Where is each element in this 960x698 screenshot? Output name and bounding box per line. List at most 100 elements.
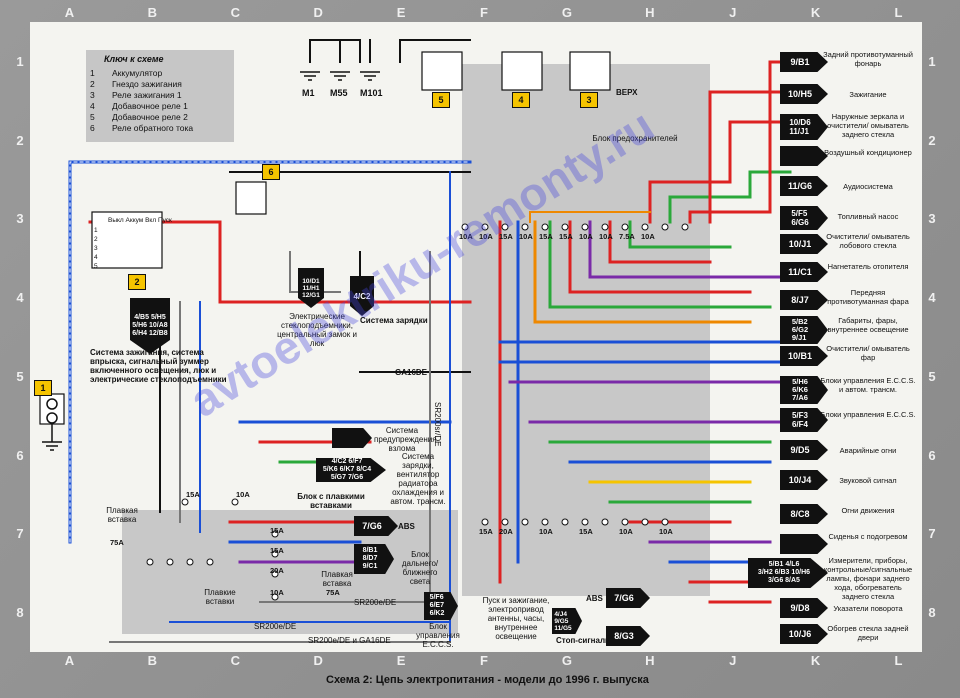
fuse-label: 10A	[579, 232, 593, 241]
wire-label-sr200e: SR200e/DE	[354, 598, 397, 607]
output-description: Задний противотуманный фонарь	[823, 50, 913, 68]
grid-row-4: 4	[16, 290, 24, 306]
fusible-block-title: Блок с плавкими вставками	[297, 492, 365, 510]
output-arrow: 10/J1	[780, 234, 828, 254]
output-description: Габариты, фары, внутреннее освещение	[827, 316, 909, 334]
grid-col-h: H	[645, 5, 655, 20]
fuse-label: 15A	[559, 232, 573, 241]
output-arrow: 10/B1	[780, 346, 828, 366]
grid-row-7: 7	[928, 526, 936, 542]
output-description: Огни движения	[841, 506, 895, 515]
output-description: Измерители, приборы, контрольные/сигналь…	[823, 556, 913, 601]
output-description: Очистители/ омыватель фар	[826, 344, 910, 362]
component-number-6: 6	[262, 164, 280, 180]
grid-col-j: J	[729, 5, 737, 20]
arrow-alarm	[332, 428, 372, 448]
grid-col-e: E	[396, 653, 406, 668]
grid-column-labels-bottom: A B C D E F G H J K L	[28, 652, 940, 670]
grid-col-f: F	[480, 5, 488, 20]
grid-col-b: B	[147, 5, 158, 20]
arrow-start: 4/J4 9/G5 11/G5	[552, 608, 582, 634]
fusebox-title: Блок предохранителей	[592, 134, 678, 143]
ignition-header-start: Пуск	[157, 217, 172, 224]
output-description: Топливный насос	[837, 212, 899, 221]
relay-fuse-15a-2: 15A	[270, 526, 284, 535]
grid-col-b: B	[147, 653, 158, 668]
grid-row-1: 1	[928, 53, 936, 69]
output-description: Звуковой сигнал	[839, 476, 897, 485]
diagram-caption: Схема 2: Цепь электропитания - модели до…	[326, 674, 649, 686]
fuse-label: 10A	[539, 527, 553, 536]
ground-label-m1: M1	[302, 88, 315, 98]
eccs-description: Блок управления E.C.C.S.	[416, 622, 460, 649]
fuse-label: 10A	[619, 527, 633, 536]
output-arrow: 11/G6	[780, 176, 828, 196]
key-item-num: 2	[90, 79, 95, 89]
ignition-row-5: 5	[94, 263, 98, 270]
relay-fuse-75a: 75A	[110, 538, 124, 547]
arrow-headlight: 8/B1 8/D7 9/C1	[354, 544, 394, 574]
grid-col-e: E	[396, 5, 406, 20]
grid-col-a: A	[64, 5, 75, 20]
grid-row-labels-right: 1 2 3 4 5 6 7 8	[922, 22, 942, 652]
output-arrow: 5/B2 6/G2 9/J1	[780, 316, 828, 344]
arrow-abs-1: 7/G6	[354, 516, 398, 536]
output-description: Аудиосистема	[843, 182, 893, 191]
fuse-label: 10A	[659, 527, 673, 536]
grid-col-j: J	[729, 653, 737, 668]
start-description: Пуск и зажигание, электропривод антенны,…	[482, 596, 550, 641]
key-item-text: Гнездо зажигания	[112, 79, 182, 89]
grid-col-c: C	[230, 5, 240, 20]
grid-row-5: 5	[928, 368, 936, 384]
fuse-label: 10A	[641, 232, 655, 241]
output-description: Указатели поворота	[833, 604, 903, 613]
grid-row-3: 3	[928, 211, 936, 227]
grid-row-2: 2	[928, 132, 936, 148]
wire-label-sr200e-2: SR200e/DE	[254, 622, 297, 631]
grid-row-5: 5	[16, 368, 24, 384]
output-description: Очистители/ омыватель лобового стекла	[826, 232, 910, 250]
arrow-abs-2: 7/G6	[606, 588, 650, 608]
key-title: Ключ к схеме	[104, 54, 164, 64]
grid-col-h: H	[645, 653, 655, 668]
output-arrow: 5/F5 6/G6	[780, 206, 828, 230]
grid-col-g: G	[561, 653, 572, 668]
fuse-label: 15A	[539, 232, 553, 241]
ignition-header-on: Вкл	[145, 217, 157, 224]
fuse-label: 7.5A	[619, 232, 635, 241]
grid-row-6: 6	[16, 447, 24, 463]
output-arrow: 11/C1	[780, 262, 828, 282]
grid-row-8: 8	[928, 605, 936, 621]
output-arrow: 8/J7	[780, 290, 828, 310]
relay-fuse-10a: 10A	[236, 490, 250, 499]
output-arrow	[780, 146, 828, 166]
abs-label-2: ABS	[586, 594, 603, 603]
fuse-label: 10A	[459, 232, 473, 241]
output-arrow: 10/J6	[780, 624, 828, 644]
grid-col-f: F	[480, 653, 488, 668]
fusible-link-label: Плавкая вставка	[106, 506, 138, 524]
output-arrow: 5/H6 6/K6 7/A6	[780, 376, 828, 404]
ignition-switch-rows: 1 2 3 4 5	[94, 226, 98, 271]
relay-fuse-15a: 15A	[186, 490, 200, 499]
fusible-link-block-area	[122, 510, 458, 634]
key-item-num: 1	[90, 68, 95, 78]
arrow-stop-lights: 8/G3	[606, 626, 650, 646]
alarm-description: Система предупреждения взлома	[374, 426, 437, 453]
fuse-label: 10A	[479, 232, 493, 241]
grid-row-8: 8	[16, 605, 24, 621]
output-description: Блоки управления E.C.C.S.	[820, 410, 916, 419]
grid-col-c: C	[230, 653, 240, 668]
fuse-label: 10A	[599, 232, 613, 241]
component-number-3: 3	[580, 92, 598, 108]
arrow-eccs: 5/F6 6/E7 6/K2	[424, 592, 458, 620]
output-description: Зажигание	[849, 90, 887, 99]
fusebox-direction-label: ВЕРХ	[616, 88, 638, 97]
fuse-label: 15A	[579, 527, 593, 536]
relay-fuse-20a: 20A	[270, 566, 284, 575]
ignition-header-off: Выкл	[108, 217, 124, 224]
ignition-row-2: 2	[94, 236, 98, 243]
ignition-codes-arrow: 4/B5 5/H5 5/H6 10/A8 6/H4 12/B8	[130, 298, 170, 354]
